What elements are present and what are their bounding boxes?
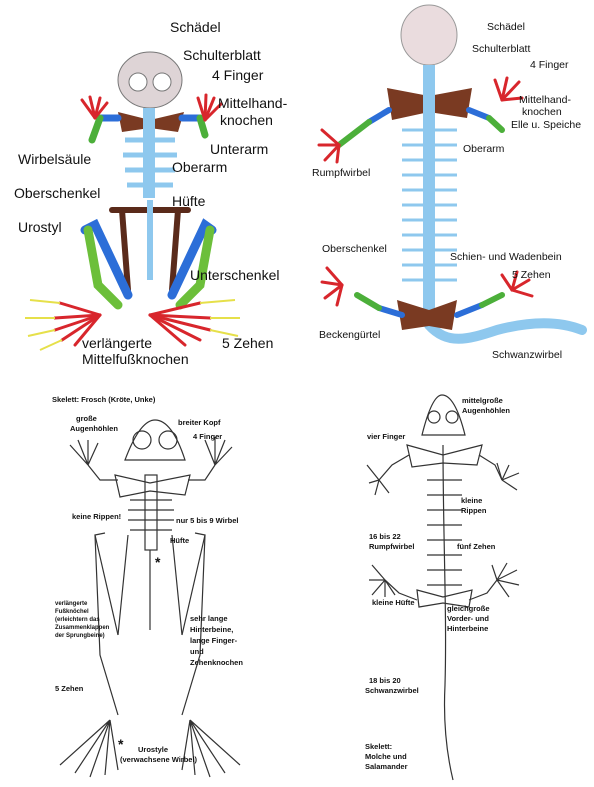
label-four-fingers: 4 Finger: [530, 59, 569, 71]
label-same-size-1: gleichgroße: [447, 604, 490, 613]
label-spine: Wirbelsäule: [18, 151, 92, 167]
label-five-toes: 5 Zehen: [222, 335, 274, 351]
label-urostyl: Urostyl: [18, 219, 62, 235]
salamander-color-panel: Schädel Schulterblatt 4 Finger Mittelhan…: [297, 0, 594, 385]
label-upper-arm: Oberarm: [172, 159, 228, 175]
label-urostyle-2: (verwachsene Wirbel): [120, 755, 198, 764]
label-caption-1: Skelett:: [365, 742, 393, 751]
label-femur: Oberschenkel: [14, 185, 101, 201]
label-broad-head: breiter Kopf: [178, 418, 221, 427]
label-small-ribs-2: Rippen: [461, 506, 487, 515]
label-skull: Schädel: [170, 19, 221, 35]
label-big-orbits-2: Augenhöhlen: [70, 424, 118, 433]
label-orbits-1: mittelgroße: [462, 396, 503, 405]
label-five-toes: 5 Zehen: [512, 269, 551, 281]
label-long-legs-1: sehr lange: [190, 614, 228, 623]
label-femur: Oberschenkel: [322, 243, 387, 255]
label-elongated-2: Fußknöchel: [55, 609, 89, 615]
label-long-legs-4: und: [190, 647, 204, 656]
salamander-sketch-skeleton: [366, 394, 520, 781]
label-same-size-3: Hinterbeine: [447, 624, 489, 633]
salamander-sketch-panel: mittelgroße Augenhöhlen vier Finger klei…: [297, 385, 594, 787]
frog-sketch-panel: Skelett: Frosch (Kröte, Unke) große Auge…: [0, 385, 297, 787]
label-no-ribs: keine Rippen!: [72, 512, 122, 521]
label-elongated-4: Zusammenklappen: [55, 625, 110, 631]
label-tail-2: Schwanzwirbel: [365, 686, 419, 695]
frog-sketch-skull: [124, 419, 186, 461]
label-four-fingers: 4 Finger: [193, 432, 223, 441]
label-metacarpal-2: knochen: [522, 106, 562, 118]
label-small-ribs-1: kleine: [461, 496, 483, 505]
frog-sketch-title: Skelett: Frosch (Kröte, Unke): [52, 395, 156, 404]
frog-color-panel: Schädel Schulterblatt 4 Finger Mittelhan…: [0, 0, 297, 385]
label-long-legs-5: Zehenknochen: [190, 658, 243, 667]
salamander-tail: [424, 318, 587, 344]
label-caption-3: Salamander: [365, 762, 408, 771]
label-orbits-2: Augenhöhlen: [462, 406, 510, 415]
label-trunk-vertebra: Rumpfwirbel: [312, 167, 371, 179]
label-urostyle-1: Urostyle: [138, 745, 169, 754]
label-elongated-1: verlängerte: [82, 335, 153, 351]
label-scapula: Schulterblatt: [183, 47, 261, 63]
label-trunk-2: Rumpfwirbel: [369, 542, 415, 551]
label-elongated-1: verlängerte: [55, 601, 88, 607]
label-vertebrae: nur 5 bis 9 Wirbel: [176, 516, 239, 525]
label-metacarpal-2: knochen: [220, 112, 273, 128]
label-four-fingers: 4 Finger: [212, 67, 264, 83]
star-marker: *: [155, 554, 161, 570]
label-big-orbits-1: große: [76, 414, 97, 423]
label-small-hip: kleine Hüfte: [372, 598, 415, 607]
label-five-toes: fünf Zehen: [457, 542, 496, 551]
label-same-size-2: Vorder- und: [447, 614, 489, 623]
label-elongated-5: der Sprungbeine): [55, 633, 105, 639]
label-long-legs-3: lange Finger-: [190, 636, 238, 645]
label-five-toes: 5 Zehen: [55, 684, 84, 693]
salamander-color-skeleton: [317, 4, 587, 344]
star-marker-urostyle: *: [118, 736, 124, 752]
label-long-legs-2: Hinterbeine,: [190, 625, 234, 634]
label-elongated-3: (erleichtern das: [55, 617, 100, 623]
label-hip: Hüfte: [170, 536, 190, 545]
label-tibia-fibula: Schien- und Wadenbein: [450, 251, 562, 263]
label-metacarpal-1: Mittelhand-: [519, 94, 571, 106]
label-tail-1: 18 bis 20: [369, 676, 401, 685]
label-shank: Unterschenkel: [190, 267, 280, 283]
label-skull: Schädel: [487, 21, 525, 33]
label-caption-2: Molche und: [365, 752, 407, 761]
salamander-pelvis: [397, 300, 457, 330]
label-metacarpal-1: Mittelhand-: [218, 95, 288, 111]
salamander-skull: [400, 4, 458, 66]
label-elongated-2: Mittelfußknochen: [82, 351, 189, 367]
label-four-fingers: vier Finger: [367, 432, 406, 441]
label-ulna-radius: Elle u. Speiche: [511, 119, 582, 131]
frog-skull: [117, 51, 183, 109]
salamander-spine: [423, 65, 435, 325]
label-scapula: Schulterblatt: [472, 43, 531, 55]
label-forearm: Unterarm: [210, 141, 269, 157]
label-pelvic-girdle: Beckengürtel: [319, 329, 381, 341]
label-trunk-1: 16 bis 22: [369, 532, 401, 541]
label-hip: Hüfte: [172, 193, 206, 209]
frog-color-skeleton: [25, 51, 240, 351]
label-upper-arm: Oberarm: [463, 143, 505, 155]
label-tail-vertebra: Schwanzwirbel: [492, 349, 563, 361]
frog-sketch-skeleton: [59, 419, 241, 778]
